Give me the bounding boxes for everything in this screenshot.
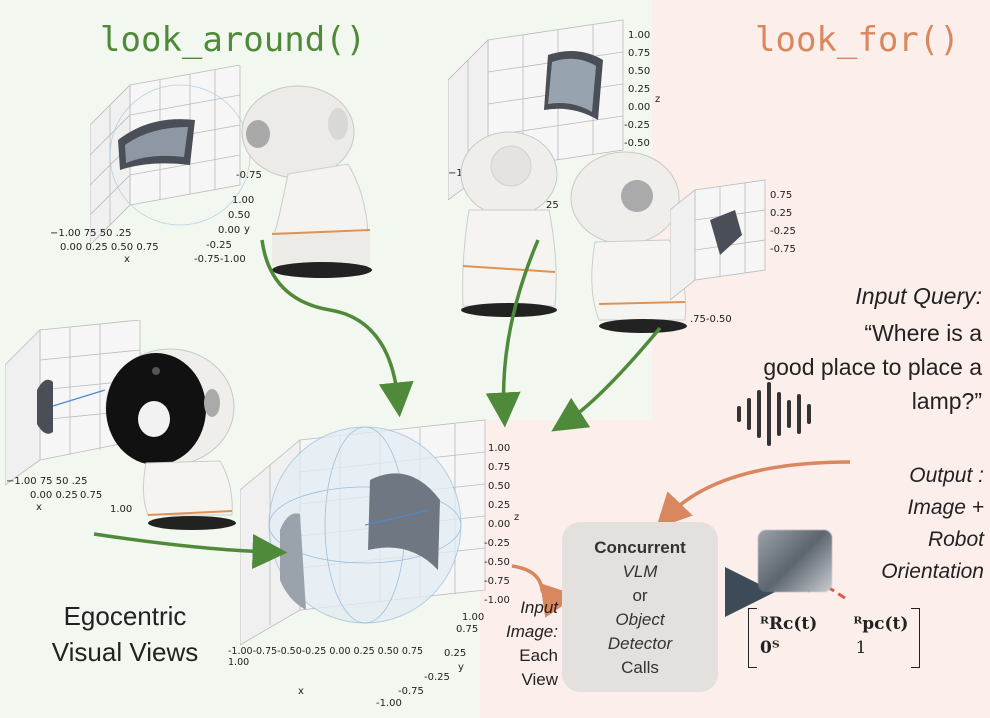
matrix-bracket-left	[748, 608, 757, 668]
tick-label: 1.00	[628, 30, 651, 41]
tick-label: -0.25	[206, 240, 232, 251]
tick-label: -1.00	[484, 595, 510, 606]
tick-label: 0.50	[628, 66, 651, 77]
axis-label-z: z	[655, 94, 661, 105]
matrix-position: ᴿpᴄ(t)	[853, 614, 909, 634]
tick-label: 25	[546, 200, 559, 211]
tick-label: −1.0	[448, 168, 473, 179]
tick-label: -0.25	[484, 538, 510, 549]
tick-label: 0.25	[628, 84, 651, 95]
tick-label: -0.25	[624, 120, 650, 131]
robot-center-front	[460, 131, 558, 317]
plot-cube-top-left	[90, 65, 251, 246]
egocentric-views-label: Egocentric Visual Views	[51, 601, 199, 667]
tick-label: 1.00	[232, 195, 255, 206]
tick-label: -0.50	[624, 138, 650, 149]
axis-label-x: x	[298, 686, 304, 697]
tick-label: -0.75	[236, 170, 262, 181]
robot-center-right	[570, 151, 687, 333]
matrix-zero: 0ᵀ	[760, 638, 780, 658]
tick-label: -0.25	[424, 672, 450, 683]
tick-label: 0.25	[770, 208, 793, 219]
robot-mid-left	[105, 348, 236, 530]
pose-matrix: ᴿRᴄ(t) ᴿpᴄ(t) 0ᵀ 1	[748, 608, 921, 668]
matrix-bracket-right	[911, 608, 921, 668]
tick-label: 0.25	[444, 648, 467, 659]
tick-label: -0.75	[398, 686, 424, 697]
robot-top-left	[241, 85, 372, 278]
tick-label: 0.00	[628, 102, 651, 113]
tick-label: -0.75	[770, 244, 796, 255]
tick-label: 1.00	[462, 612, 485, 623]
tick-label: -0.25	[770, 226, 796, 237]
plot-cube-right	[670, 179, 766, 301]
axis-label-x: x	[124, 254, 130, 265]
tick-label: 0.75	[80, 490, 103, 501]
tick-label: 0.75	[488, 462, 511, 473]
tick-label: x	[36, 502, 42, 513]
tick-label: −1.00 75 50 .25	[6, 476, 88, 487]
matrix-rotation: ᴿRᴄ(t)	[760, 614, 818, 634]
concurrent-calls-box: Concurrent VLM or Object Detector Calls	[562, 522, 718, 692]
tick-label: -0.50	[484, 557, 510, 568]
tick-label: -1.00	[376, 698, 402, 709]
tick-label: 0.25	[488, 500, 511, 511]
tick-label: 0.50	[228, 210, 251, 221]
matrix-one: 1	[855, 638, 867, 658]
tick-label: 0.00 0.25 0.50 0.75	[60, 242, 159, 253]
axis-label-y: y	[458, 662, 464, 673]
input-image-label: Input Image: Each View	[506, 598, 558, 689]
tick-label: -0.75-1.00	[194, 254, 246, 265]
look-around-title: look_around()	[100, 20, 367, 60]
input-query-text: “Where is a good place to place a lamp?”	[763, 320, 982, 414]
tick-label: 0.75	[456, 624, 479, 635]
tick-label: 0.00	[218, 225, 241, 236]
look-for-title: look_for()	[755, 20, 960, 60]
plot-cube-main	[240, 419, 486, 646]
tick-label: 0.00 0.25	[30, 490, 78, 501]
tick-label: 0.00	[488, 519, 511, 530]
tick-label: 0.75	[628, 48, 651, 59]
tick-label: 0.50	[488, 481, 511, 492]
x-tick-labels: -1.00-0.75-0.50-0.25 0.00 0.25 0.50 0.75…	[228, 646, 424, 668]
input-query-label: Input Query:	[855, 283, 982, 309]
axis-label-y: y	[244, 224, 250, 235]
tick-label: -0.75	[484, 576, 510, 587]
output-image-thumbnail	[758, 530, 832, 592]
tick-label: 1.00	[110, 504, 133, 515]
tick-label: 1.00	[488, 443, 511, 454]
axis-label-z: z	[514, 512, 520, 523]
audio-waveform-icon	[737, 382, 811, 446]
output-label: Output : Image + Robot Orientation	[881, 464, 984, 583]
tick-label: .75-0.50	[690, 314, 732, 325]
tick-label: −1.00 75 50 .25	[50, 228, 132, 239]
tick-label: 0.75	[770, 190, 793, 201]
